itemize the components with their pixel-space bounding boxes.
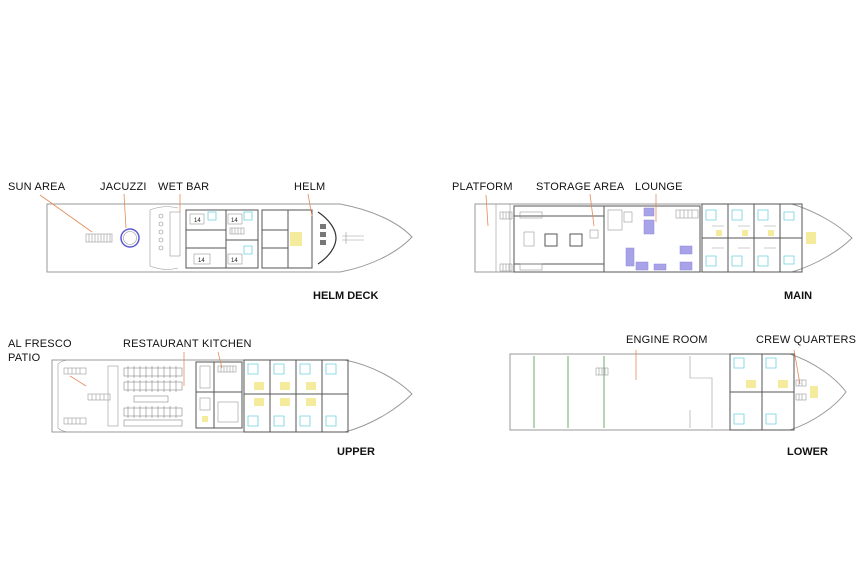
sun-area-stairs [85, 233, 113, 243]
crew-quarters-label: CREW QUARTERS [756, 334, 856, 346]
restaurant-tables [123, 366, 183, 427]
restaurant-label: RESTAURANT [123, 338, 199, 350]
engine-room [595, 356, 713, 428]
upper-cabins [243, 359, 349, 433]
engine-room-label: ENGINE ROOM [626, 334, 708, 346]
jacuzzi-icon [120, 228, 140, 248]
upper-deck-plan: AL FRESCO PATIO RESTAURANT KITCHEN UPPER [8, 338, 413, 458]
main-platform-stairs [499, 211, 513, 272]
crew-quarters [729, 353, 818, 431]
lower-deck-plan: ENGINE ROOM CREW QUARTERS LOWER [509, 334, 856, 458]
patio-label: PATIO [8, 352, 41, 364]
helm-deck-title: HELM DECK [313, 290, 378, 302]
main-deck-plan: PLATFORM STORAGE AREA LOUNGE MAIN [452, 181, 853, 302]
cabin-number: 14 [198, 258, 205, 264]
storage-area [513, 205, 605, 273]
bar-stools [158, 213, 164, 251]
main-cabins [701, 203, 816, 273]
cabin-number: 14 [194, 218, 201, 224]
lounge-label: LOUNGE [635, 181, 683, 193]
jacuzzi-label: JACUZZI [100, 181, 147, 193]
cabin-number: 14 [231, 218, 238, 224]
helm-cabins: 14 14 14 14 [185, 209, 259, 269]
kitchen-area [195, 361, 243, 429]
lounge-area [603, 205, 701, 273]
helm-room [261, 209, 364, 269]
helm-deck-hull [46, 203, 413, 273]
al-fresco-label: AL FRESCO [8, 338, 72, 350]
helm-deck-plan: 14 14 14 14 SUN AREA JACUZZI WET BAR HEL… [8, 181, 413, 302]
lower-deck-title: LOWER [787, 446, 828, 458]
helm-label: HELM [294, 181, 325, 193]
storage-area-label: STORAGE AREA [536, 181, 625, 193]
wet-bar-label: WET BAR [158, 181, 209, 193]
kitchen-label: KITCHEN [202, 338, 252, 350]
upper-deck-hull [51, 359, 413, 433]
upper-deck-title: UPPER [337, 446, 375, 458]
sun-area-label: SUN AREA [8, 181, 66, 193]
patio-stairs [63, 367, 111, 425]
main-deck-title: MAIN [784, 290, 812, 302]
lower-deck-hull [509, 353, 847, 431]
cabin-number: 14 [231, 258, 238, 264]
platform-label: PLATFORM [452, 181, 513, 193]
